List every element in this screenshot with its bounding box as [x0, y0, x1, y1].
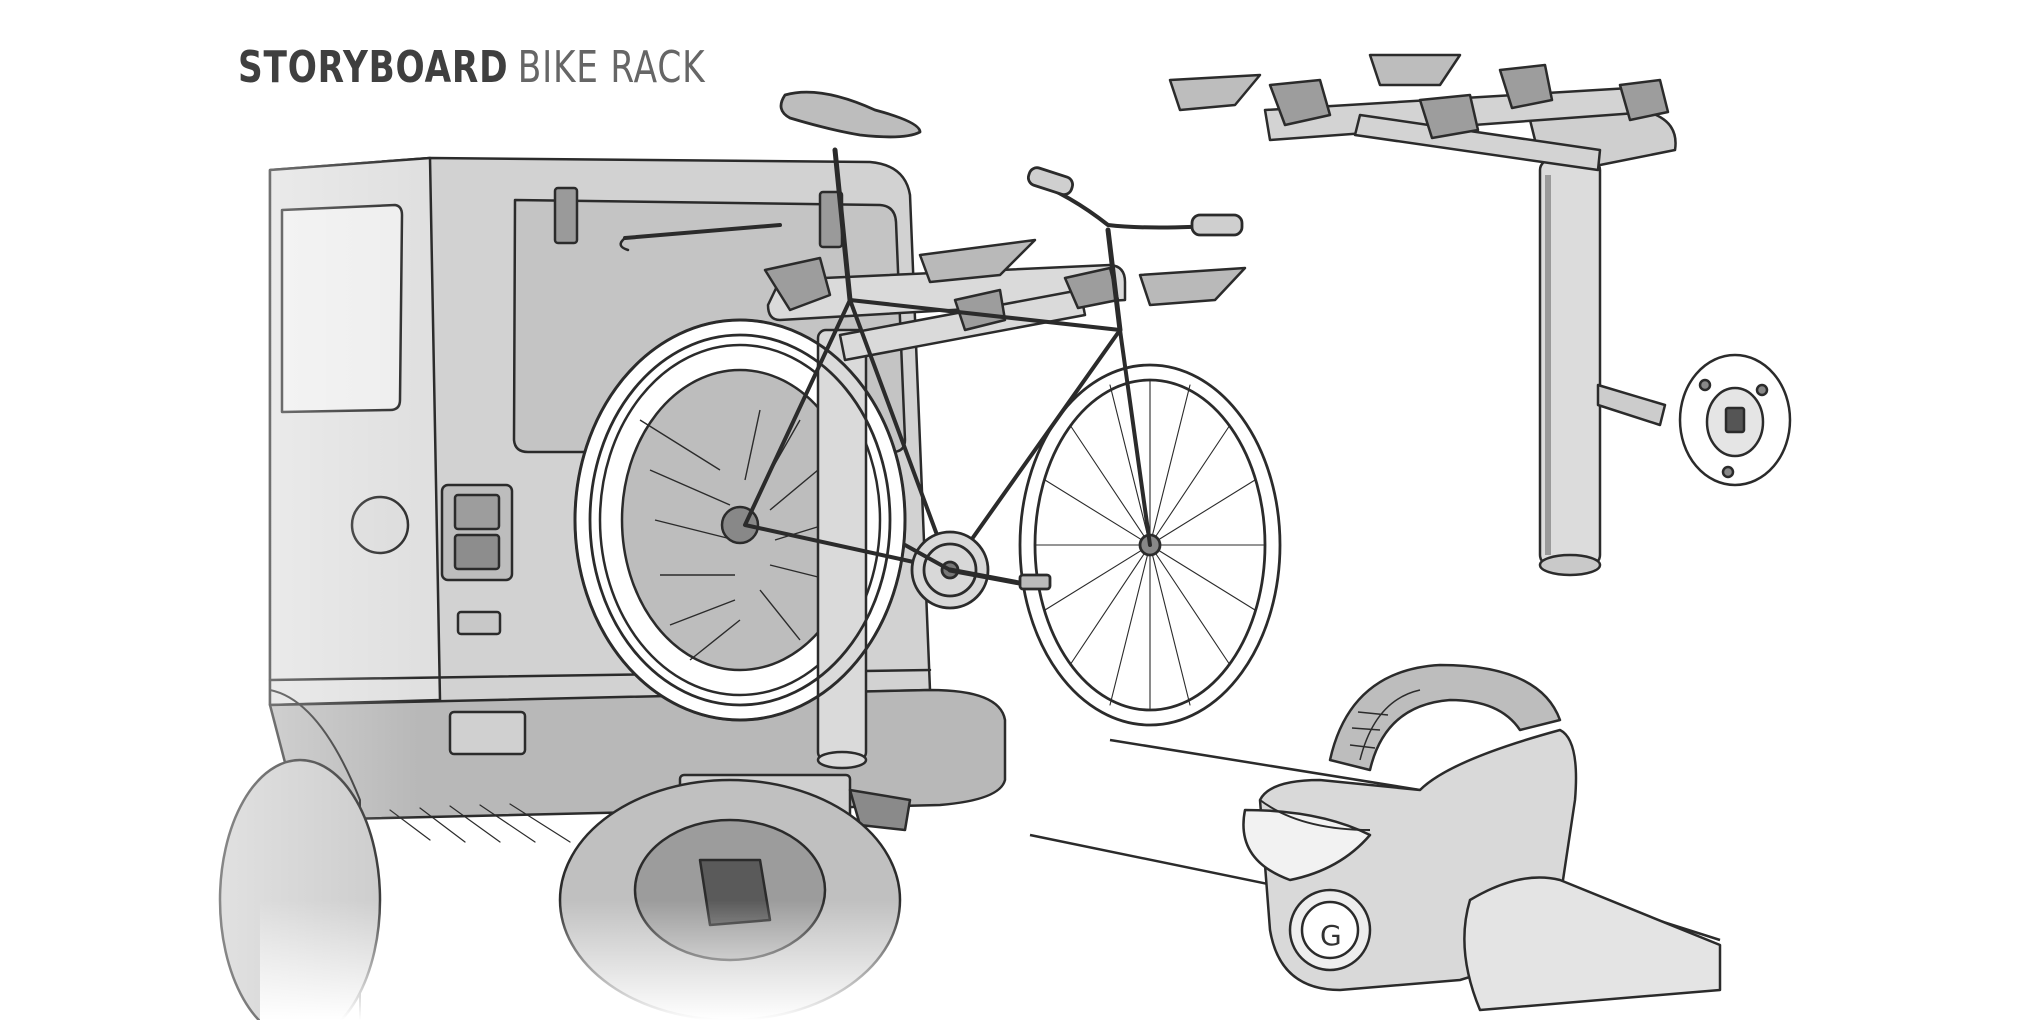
title-bold: STORYBOARD	[238, 42, 509, 93]
cradle-closeup-icon: G	[1029, 663, 1722, 1012]
bottom-fade	[260, 900, 960, 1020]
svg-text:G: G	[1320, 919, 1342, 952]
rack-arm-detail-icon	[1168, 53, 1677, 577]
spare-tire-icon	[573, 318, 907, 722]
title-light: BIKE RACK	[517, 42, 706, 93]
bicycle-icon	[573, 90, 1282, 727]
mount-plate-icon	[1678, 353, 1792, 487]
left-fade	[0, 120, 420, 1020]
